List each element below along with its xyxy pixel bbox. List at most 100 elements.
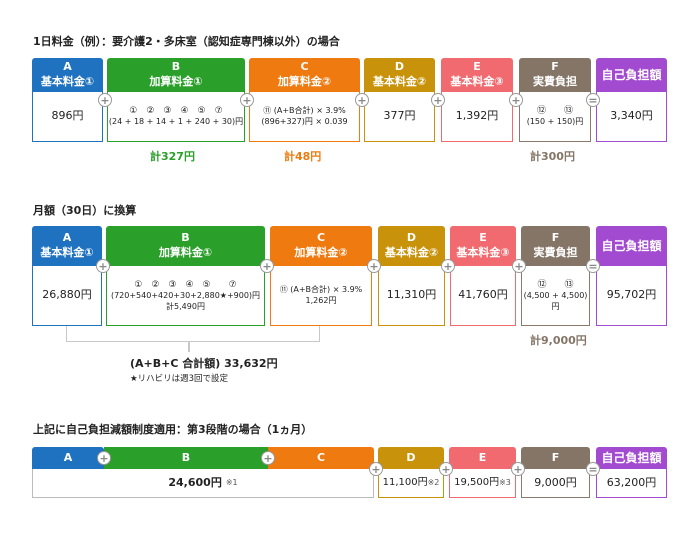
- abc-bracket: [66, 326, 320, 342]
- s1-subtotal-f: 計300円: [530, 150, 575, 163]
- s3-value-f: 9,000円: [521, 469, 590, 498]
- section3-title: 上記に自己負担減額制度適用：第3段階の場合（1ヵ月）: [33, 423, 313, 436]
- s1-subtotal-b: 計327円: [150, 150, 195, 163]
- plus-icon: +: [511, 462, 525, 476]
- plus-icon: +: [98, 93, 112, 107]
- s2-f-formula: (4,500 + 4,500)円: [523, 290, 588, 311]
- plus-icon: +: [261, 451, 275, 465]
- s1-header-c-name: 加算料金②: [277, 75, 332, 88]
- s2-subtotal-f: 計9,000円: [530, 334, 587, 347]
- s1-b-marks: ① ② ③ ④ ⑤ ⑦: [129, 106, 223, 117]
- equals-icon: =: [586, 93, 600, 107]
- s2-c-line1: ⑪ (A+B合計) × 3.9%: [279, 284, 363, 294]
- s2-header-f: F 実費負担: [521, 226, 590, 266]
- s3-d-note: ※2: [427, 477, 440, 487]
- plus-icon: +: [439, 462, 453, 476]
- s3-value-total: 63,200円: [596, 469, 667, 498]
- s2-b-formula: (720+540+420+30+2,880★+900)円: [110, 290, 261, 300]
- s1-header-e-name: 基本料金③: [450, 75, 504, 88]
- s2-header-d-name: 基本料金②: [384, 246, 439, 259]
- s1-header-d-letter: D: [394, 60, 405, 74]
- s2-header-b-letter: B: [181, 231, 190, 245]
- s1-subtotal-c: 計48円: [284, 150, 322, 163]
- s3-d-amount: 11,100円: [382, 477, 428, 489]
- s2-header-a: A 基本料金①: [32, 226, 102, 266]
- plus-icon: +: [509, 93, 523, 107]
- s1-header-f: F 実費負担: [519, 58, 591, 92]
- plus-icon: +: [97, 451, 111, 465]
- s1-header-c: C 加算料金②: [249, 58, 360, 92]
- s1-value-a: 896円: [32, 92, 103, 142]
- s1-f-marks: ⑫ ⑬: [536, 106, 573, 117]
- plus-icon: +: [431, 93, 445, 107]
- s2-header-c-letter: C: [316, 231, 326, 245]
- s2-header-c-name: 加算料金②: [294, 246, 348, 259]
- s1-value-c: ⑪ (A+B合計) × 3.9% (896+327)円 × 0.039: [249, 92, 360, 142]
- plus-icon: +: [441, 259, 455, 273]
- plus-icon: +: [367, 259, 381, 273]
- s2-abc-total: (A+B+C 合計額) 33,632円: [130, 357, 278, 370]
- s2-c-line2: 1,262円: [305, 295, 337, 305]
- s2-header-f-letter: F: [551, 231, 560, 245]
- s2-header-total: 自己負担額: [596, 226, 667, 266]
- s2-b-total: 計5,490円: [166, 301, 205, 311]
- s2-header-e-letter: E: [479, 231, 487, 245]
- plus-icon: +: [369, 462, 383, 476]
- s1-header-b-letter: B: [171, 60, 181, 74]
- s2-b-marks: ① ② ③ ④ ⑤ ⑦: [134, 279, 237, 290]
- s2-rehab-note: ★リハビリは週3回で設定: [130, 374, 229, 384]
- s2-value-total: 95,702円: [596, 266, 667, 326]
- s3-header-c: C: [268, 447, 374, 469]
- plus-icon: +: [512, 259, 526, 273]
- s2-header-e-name: 基本料金③: [456, 246, 510, 259]
- s1-c-line2: (896+327)円 × 0.039: [261, 116, 348, 126]
- s3-value-abc: 24,600円 ※1: [32, 469, 374, 498]
- s2-value-a: 26,880円: [32, 266, 102, 326]
- s2-header-a-letter: A: [62, 231, 72, 245]
- s1-header-f-name: 実費負担: [533, 75, 577, 88]
- s1-header-d-name: 基本料金②: [372, 75, 427, 88]
- s3-header-total: 自己負担額: [596, 447, 667, 469]
- s3-header-d: D: [378, 447, 444, 469]
- s2-header-c: C 加算料金②: [270, 226, 372, 266]
- s1-header-a: A 基本料金①: [32, 58, 103, 92]
- s2-header-b: B 加算料金①: [106, 226, 265, 266]
- s1-f-formula: (150 + 150)円: [526, 117, 584, 127]
- s1-header-e-letter: E: [473, 60, 481, 74]
- s2-value-c: ⑪ (A+B合計) × 3.9% 1,262円: [270, 266, 372, 326]
- s1-header-e: E 基本料金③: [441, 58, 513, 92]
- s1-header-total-label: 自己負担額: [601, 67, 662, 82]
- equals-icon: =: [586, 462, 600, 476]
- s3-header-f: F: [521, 447, 590, 469]
- plus-icon: +: [355, 93, 369, 107]
- s1-header-a-letter: A: [63, 60, 72, 74]
- s3-value-d: 11,100円 ※2: [378, 469, 444, 498]
- s2-header-f-name: 実費負担: [533, 246, 578, 259]
- s2-header-total-label: 自己負担額: [601, 238, 662, 253]
- equals-icon: =: [586, 259, 600, 273]
- s3-abc-amount: 24,600円: [168, 475, 222, 489]
- plus-icon: +: [96, 259, 110, 273]
- s1-header-b-name: 加算料金①: [149, 75, 203, 88]
- s2-header-d-letter: D: [406, 231, 417, 245]
- s2-header-d: D 基本料金②: [378, 226, 445, 266]
- s2-value-f: ⑫ ⑬ (4,500 + 4,500)円: [521, 266, 590, 326]
- s2-header-b-name: 加算料金①: [158, 246, 213, 259]
- s3-e-amount: 19,500円: [454, 477, 500, 489]
- s1-value-e: 1,392円: [441, 92, 513, 142]
- s1-value-f: ⑫ ⑬ (150 + 150)円: [519, 92, 591, 142]
- s1-b-formula: (24 + 18 + 14 + 1 + 240 + 30)円: [108, 117, 244, 127]
- s3-value-e: 19,500円 ※3: [449, 469, 516, 498]
- s1-header-a-name: 基本料金①: [40, 75, 95, 88]
- s2-value-b: ① ② ③ ④ ⑤ ⑦ (720+540+420+30+2,880★+900)円…: [106, 266, 265, 326]
- plus-icon: +: [240, 93, 254, 107]
- s3-header-e: E: [449, 447, 516, 469]
- s3-header-a: A: [32, 447, 104, 469]
- s1-value-d: 377円: [364, 92, 435, 142]
- s2-f-marks: ⑫ ⑬: [537, 279, 574, 290]
- section2-title: 月額（30日）に換算: [33, 204, 137, 217]
- s1-header-total: 自己負担額: [596, 58, 667, 92]
- plus-icon: +: [260, 259, 274, 273]
- s2-value-e: 41,760円: [450, 266, 516, 326]
- s1-header-d: D 基本料金②: [364, 58, 435, 92]
